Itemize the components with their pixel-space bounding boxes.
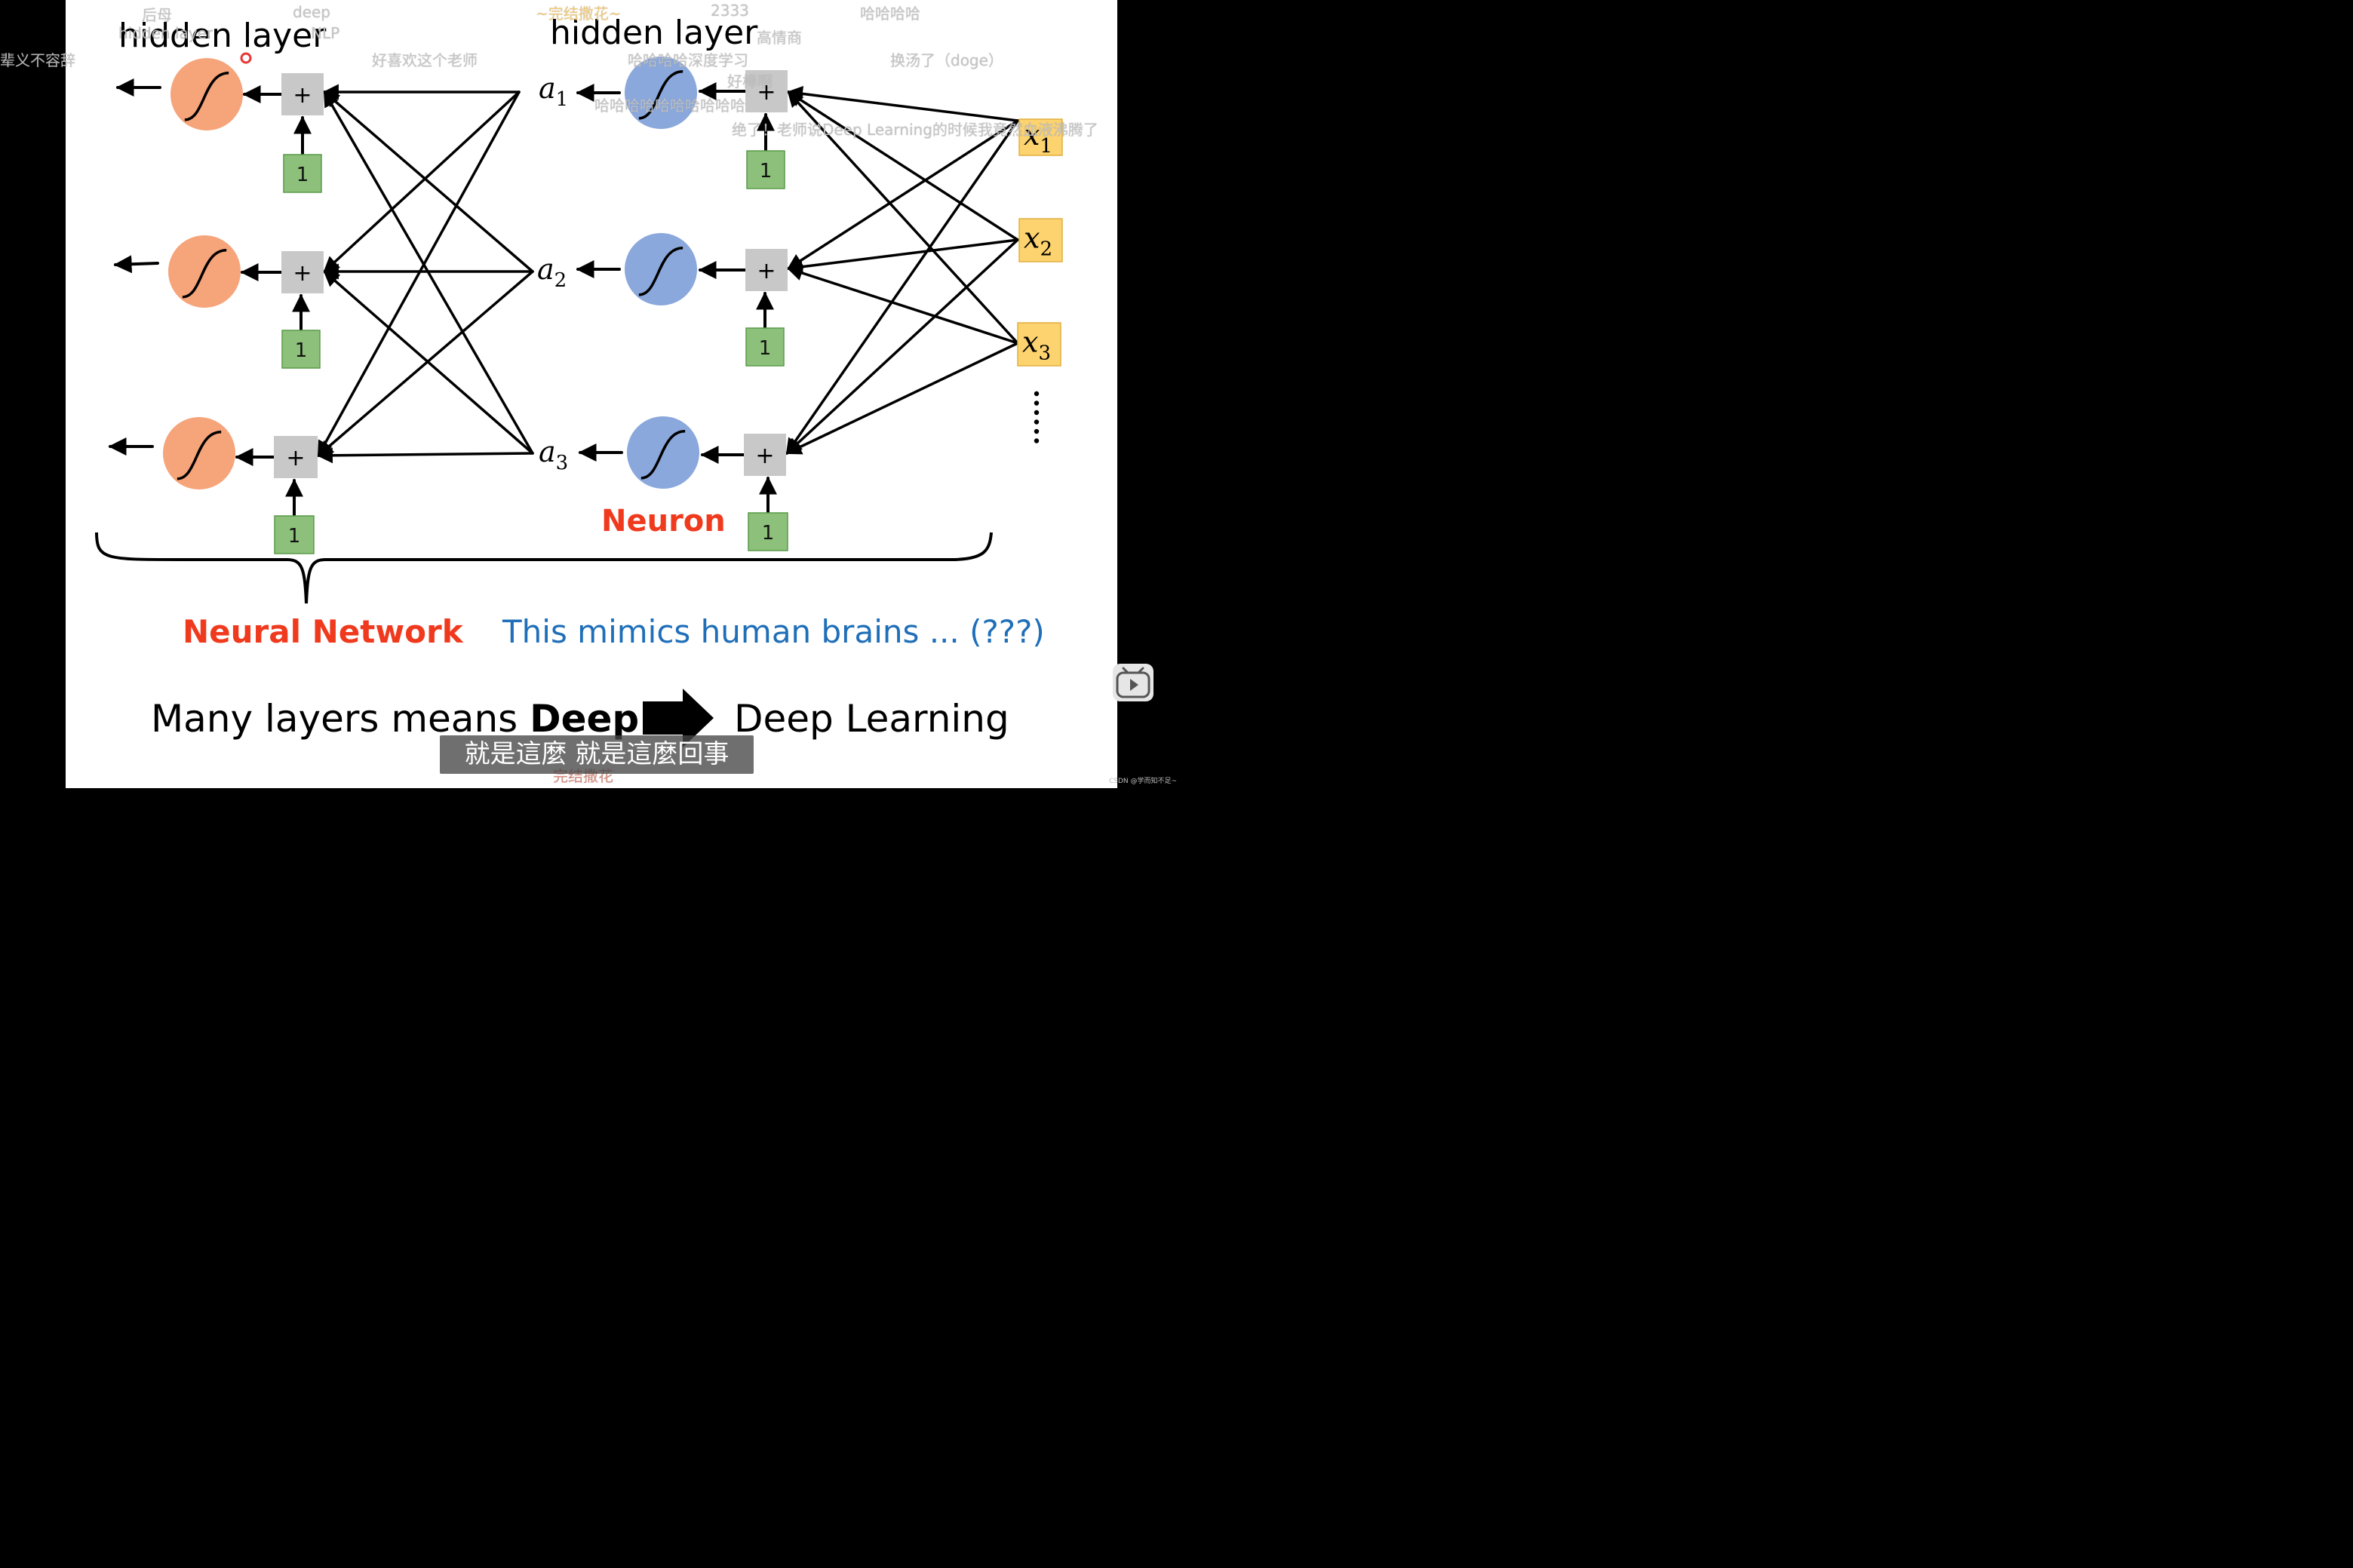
danmaku-comment: 绝了！老师说Deep Learning的时候我竟然血液沸腾了 [732,121,1098,139]
danmaku-comment: 高情商 [757,29,802,47]
input-box-x3 [1017,322,1061,367]
bias-value: 1 [296,164,309,186]
connection-x1-plus2 [787,119,1019,270]
danmaku-comment: 辈义不容辞 [0,51,75,69]
ellipsis-dot [1034,410,1040,416]
plus-symbol: + [757,258,776,284]
bias-box [745,327,785,367]
plus-box [281,73,324,115]
bottom-sentence: Many layers means Deep [151,697,639,741]
danmaku-comment: 后母 [142,6,172,24]
deep-learning-text: Deep Learning [734,697,1009,741]
connection-x3-plus3 [785,342,1019,455]
danmaku-comment: 哈哈哈哈哈哈哈哈哈哈 [594,97,745,115]
danmaku-comment: 2333 [711,2,749,20]
danmaku-comment: 哈哈哈哈深度学习 [628,51,748,69]
bias-box [283,154,322,193]
sigmoid-curve-icon [184,72,229,121]
connection-a2-plus1 [323,91,534,273]
ellipsis-dot [1034,391,1040,397]
ellipsis-dot [1034,400,1040,406]
danmaku-comment: 好喜欢这个老师 [372,51,478,69]
left-layer-title: hidden layer [118,17,327,55]
plus-box [745,249,788,291]
plus-box [274,436,318,478]
plus-symbol: + [293,260,312,287]
ellipsis-dot [1034,428,1040,434]
output-arrow [113,255,159,274]
connection-a3-plus2 [323,270,534,455]
sigmoid-curve-icon [640,430,686,480]
connection-x1-plus1 [786,85,1019,122]
danmaku-comment: deep [293,3,330,21]
bias-box [746,150,785,189]
connection-x2-plus3 [785,238,1019,455]
a2-label: a2 [537,253,567,292]
neuron-label: Neuron [601,504,726,539]
right-arrow-icon [643,689,714,747]
neural-network-label: Neural Network [183,613,464,650]
bias-value: 1 [295,339,308,362]
bias-value: 1 [759,337,772,360]
danmaku-comment: hidden layer [118,24,213,42]
plus-box [281,251,324,293]
danmaku-comment: 好棒啊 [727,72,773,91]
connection-a1-plus3 [317,91,521,457]
watermark-text: CSDN @学而知不足~ [1109,778,1178,785]
cursor-dot-icon [240,52,252,64]
connection-a1-plus2 [323,91,521,273]
connection-a2-plus3 [317,270,534,457]
bias-value: 1 [762,522,775,545]
plus-symbol: + [757,79,776,106]
a3-label: a3 [539,435,568,474]
x3-label: x3 [1022,326,1051,365]
mimic-text: This mimics human brains ... (???) [502,613,1045,650]
sigmoid-curve-icon [177,431,222,480]
ellipsis-dot [1034,438,1040,443]
play-icon [1116,667,1150,698]
bias-box [748,512,788,551]
plus-symbol: + [755,443,774,469]
bias-box [281,330,321,369]
connection-x3-plus1 [787,91,1019,345]
slide-canvas [66,0,1117,788]
x2-label: x2 [1024,222,1052,261]
bias-box [274,515,315,554]
input-box-x1 [1018,118,1063,156]
network-brace [95,532,993,604]
connection-x1-plus3 [785,119,1019,455]
sigmoid-curve-icon [638,70,683,120]
play-button[interactable] [1113,664,1153,701]
input-box-x2 [1018,218,1063,262]
danmaku-comment: 换汤了（doge） [890,51,1003,69]
connection-a3-plus3 [316,447,534,464]
ellipsis-dot [1034,419,1040,425]
video-subtitle: 就是這麼 就是這麼回事 [440,735,754,774]
plus-box [745,70,788,112]
danmaku-comment: NLP [311,24,340,42]
x1-label: x1 [1024,118,1052,158]
connection-x3-plus2 [787,265,1019,345]
plus-symbol: + [293,82,312,109]
a1-label: a1 [539,72,568,111]
plus-symbol: + [286,445,305,471]
danmaku-comment: ~完结撒花~ [536,5,622,23]
sigmoid-curve-icon [182,249,227,299]
connection-x2-plus1 [787,91,1019,241]
bias-value: 1 [288,525,301,548]
danmaku-comment: 哈哈哈哈 [860,5,920,23]
plus-box [744,434,786,476]
connection-x2-plus2 [786,238,1019,275]
sigmoid-curve-icon [638,247,683,296]
connection-a3-plus1 [323,91,534,455]
right-layer-title: hidden layer [550,14,758,52]
network-diagram: +1 +1 +1 +1 +1 +1 x1 x2 x3 a1 a2 a3 hidden layer hid… [95,14,1063,747]
bias-value: 1 [760,160,773,183]
